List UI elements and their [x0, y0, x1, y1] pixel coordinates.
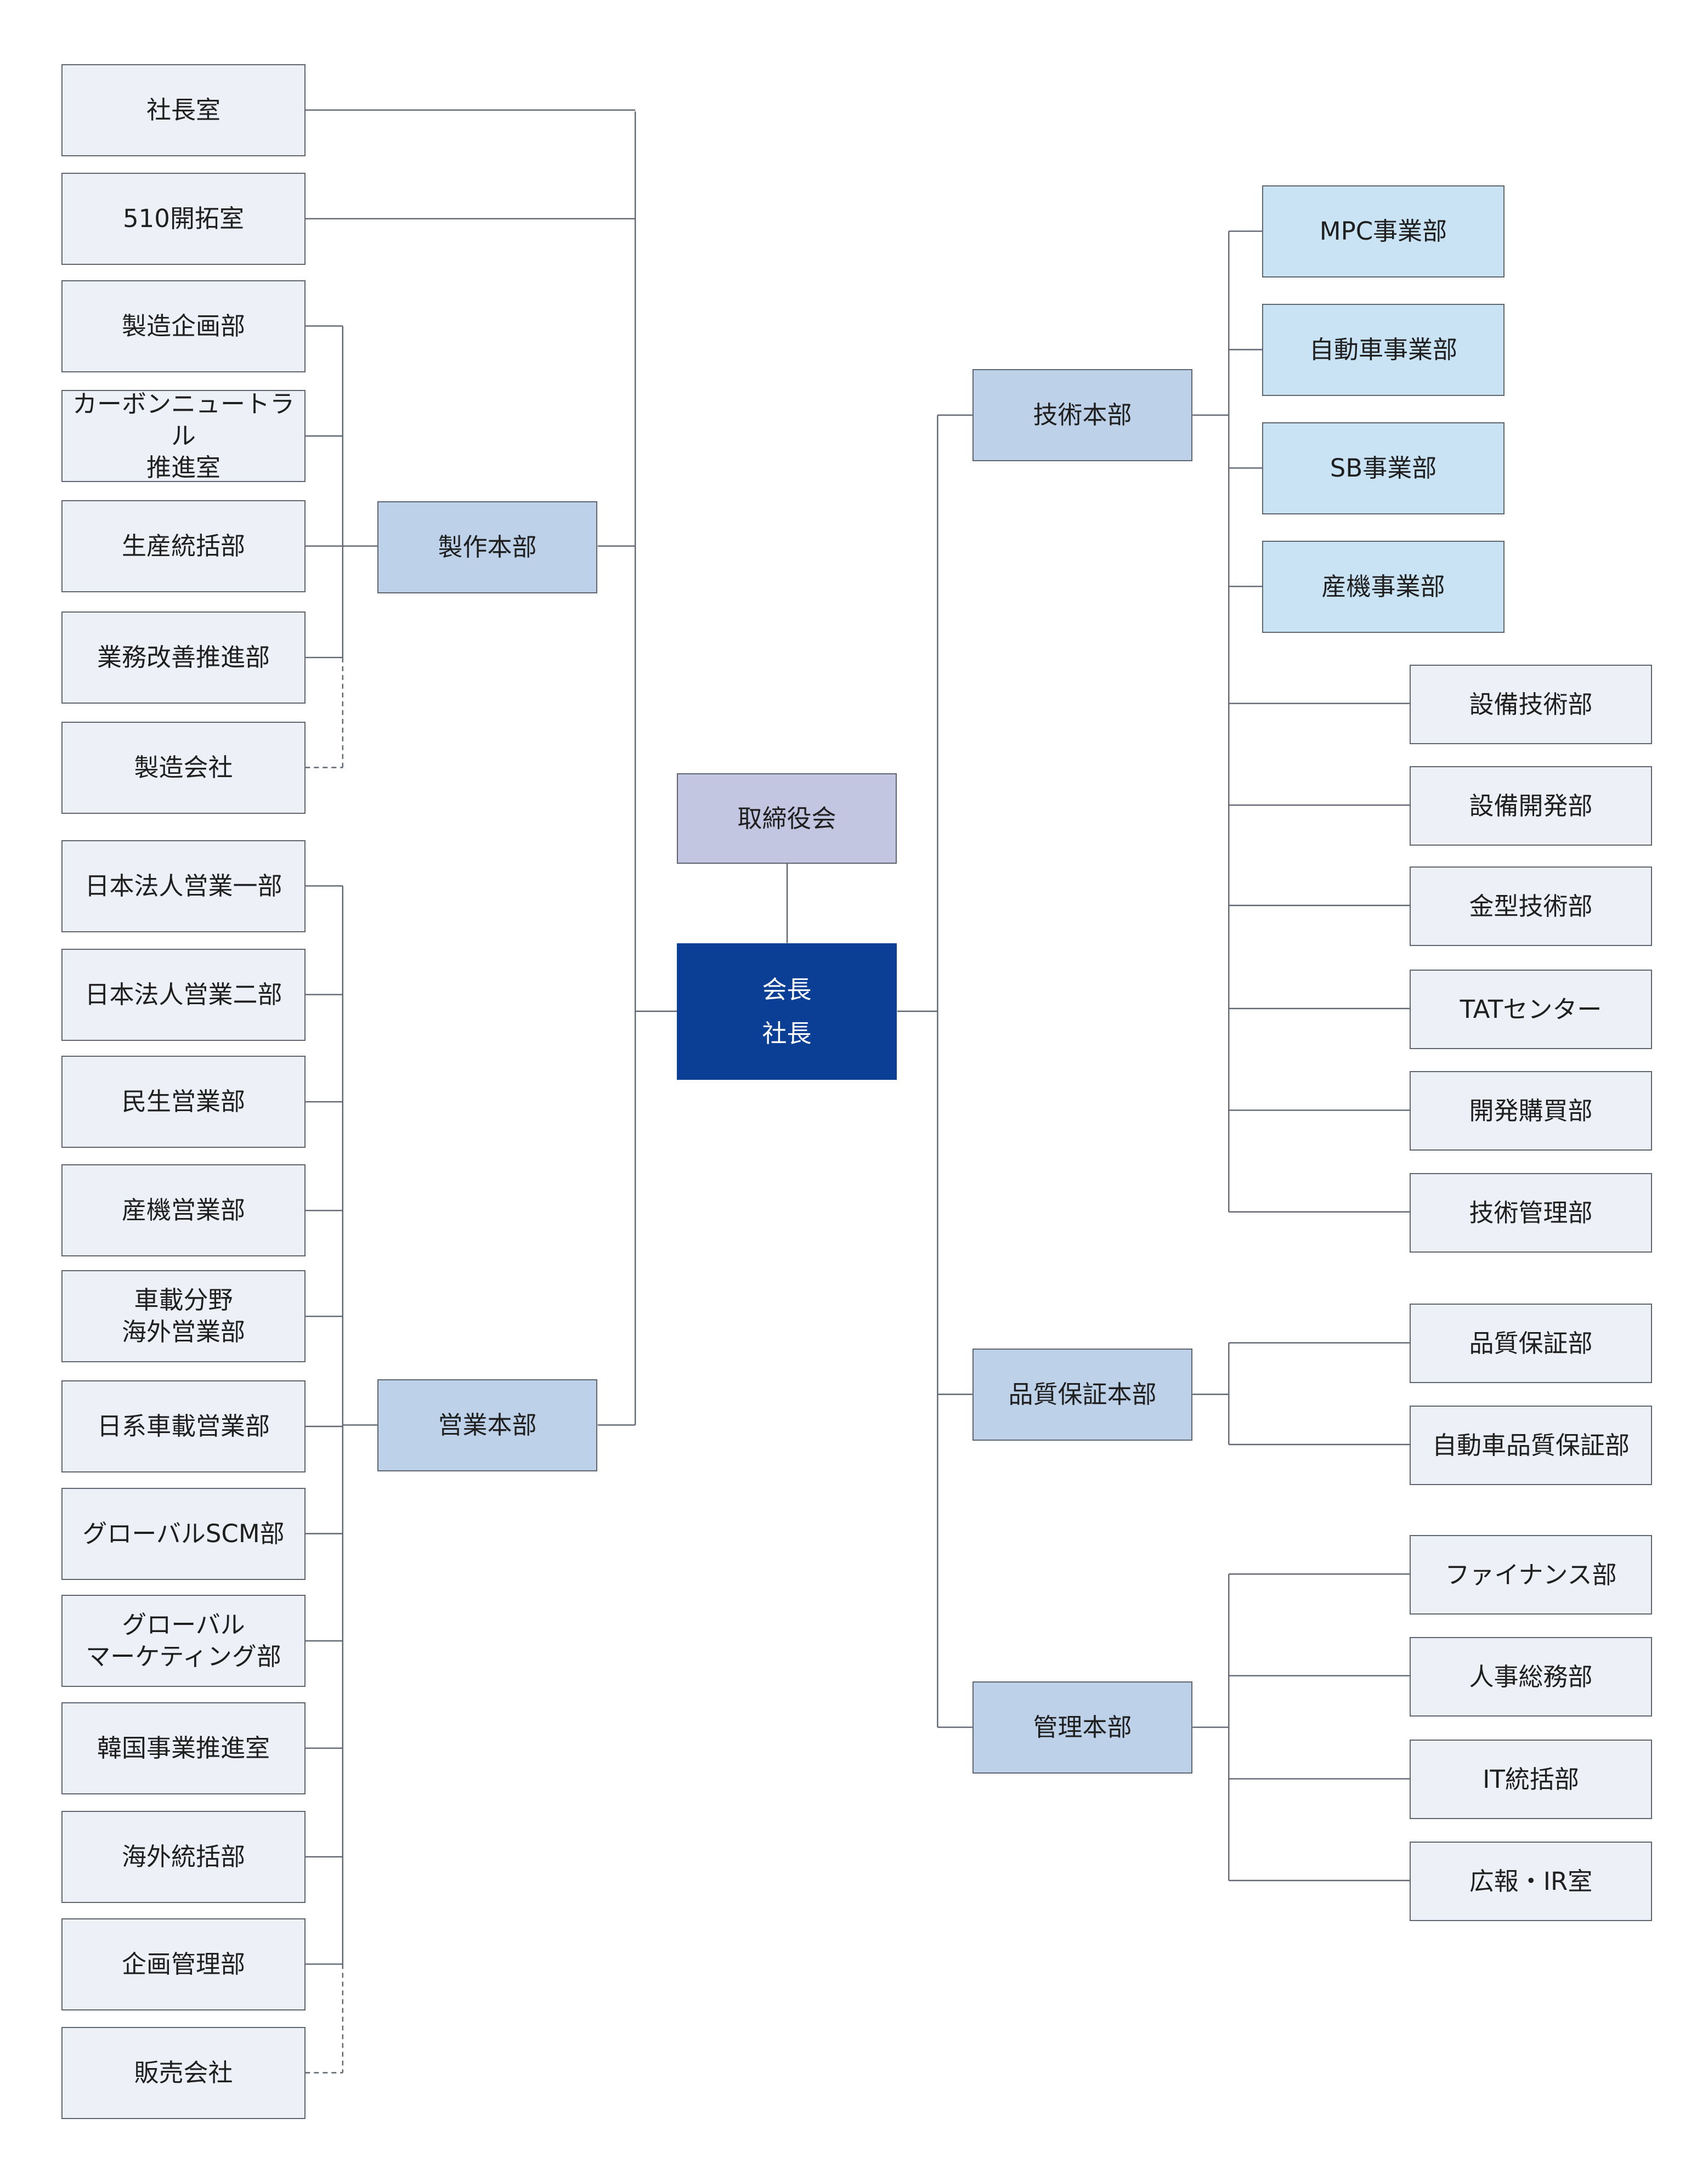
board-of-directors-box: 取締役会: [677, 773, 897, 864]
quality-hq-box: 品質保証本部: [972, 1349, 1192, 1441]
sales-dept-box: 韓国事業推進室: [61, 1702, 306, 1794]
administration-hq-box: 管理本部: [972, 1681, 1192, 1774]
technology-dept-box: 技術管理部: [1410, 1173, 1652, 1253]
sales-hq-box: 営業本部: [377, 1379, 597, 1471]
sales-dept-box: グローバルSCM部: [61, 1488, 306, 1580]
technology-dept-box: 設備開発部: [1410, 766, 1652, 846]
sales-dept-box: 日系車載営業部: [61, 1380, 306, 1472]
manufacturing-dept-box: 製造会社: [61, 722, 306, 814]
sales-dept-box: 産機営業部: [61, 1164, 306, 1256]
business-division-box: 自動車事業部: [1262, 304, 1505, 396]
technology-hq-box: 技術本部: [972, 369, 1192, 461]
technology-dept-box: 金型技術部: [1410, 866, 1652, 946]
administration-dept-box: 人事総務部: [1410, 1637, 1652, 1717]
sales-dept-box: 車載分野 海外営業部: [61, 1270, 306, 1362]
business-division-box: MPC事業部: [1262, 185, 1505, 277]
administration-dept-box: IT統括部: [1410, 1740, 1652, 1819]
technology-dept-box: 設備技術部: [1410, 665, 1652, 744]
manufacturing-hq-box: 製作本部: [377, 501, 597, 593]
business-division-box: 産機事業部: [1262, 541, 1505, 633]
technology-dept-box: 開発購買部: [1410, 1071, 1652, 1151]
office-box: 510開拓室: [61, 173, 306, 265]
administration-dept-box: 広報・IR室: [1410, 1842, 1652, 1921]
quality-dept-box: 品質保証部: [1410, 1304, 1652, 1383]
sales-dept-box: 海外統括部: [61, 1811, 306, 1903]
sales-dept-box: グローバル マーケティング部: [61, 1595, 306, 1687]
chairman-president-box: 会長 社長: [677, 943, 897, 1080]
sales-dept-box: 日本法人営業二部: [61, 949, 306, 1041]
quality-dept-box: 自動車品質保証部: [1410, 1406, 1652, 1485]
sales-dept-box: 民生営業部: [61, 1056, 306, 1148]
manufacturing-dept-box: 製造企画部: [61, 280, 306, 372]
office-box: 社長室: [61, 64, 306, 156]
manufacturing-dept-box: 業務改善推進部: [61, 611, 306, 704]
technology-dept-box: TATセンター: [1410, 970, 1652, 1049]
administration-dept-box: ファイナンス部: [1410, 1535, 1652, 1615]
sales-dept-box: 企画管理部: [61, 1918, 306, 2010]
sales-dept-box: 販売会社: [61, 2027, 306, 2119]
manufacturing-dept-box: 生産統括部: [61, 500, 306, 592]
business-division-box: SB事業部: [1262, 422, 1505, 514]
sales-dept-box: 日本法人営業一部: [61, 840, 306, 932]
manufacturing-dept-box: カーボンニュートラル 推進室: [61, 389, 306, 482]
